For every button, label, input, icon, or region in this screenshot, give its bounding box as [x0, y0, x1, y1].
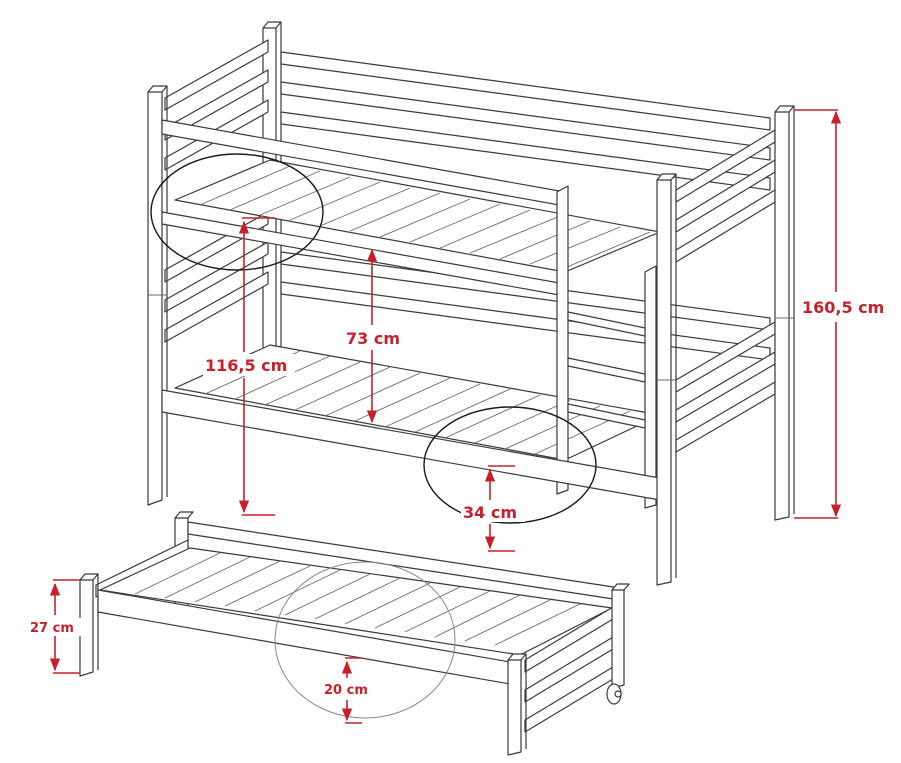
- back-rails-top: [280, 51, 771, 191]
- back-right-post: [774, 105, 795, 521]
- label-trundle-height: 27 cm: [30, 621, 74, 636]
- dimension-top-bed-height: 116,5 cm: [203, 217, 295, 516]
- label-clearance: 73 cm: [346, 329, 400, 348]
- right-end-bottom: [675, 321, 776, 453]
- dimension-total-height: 160,5 cm: [794, 109, 890, 519]
- front-left-post: [147, 85, 168, 506]
- label-top-bed-height: 116,5 cm: [205, 356, 287, 375]
- bunk-bed: [147, 21, 795, 586]
- label-total-height: 160,5 cm: [802, 298, 884, 317]
- trundle-bed: [79, 511, 630, 756]
- dimension-bottom-bed-height: 34 cm: [461, 465, 525, 552]
- right-end-top: [675, 129, 776, 263]
- top-bunk-slats: [174, 159, 661, 273]
- caster-wheel-icon: [606, 683, 622, 705]
- front-right-post: [656, 173, 677, 586]
- ladder: [556, 185, 657, 509]
- dimension-trundle-clearance: 20 cm: [322, 657, 370, 724]
- detail-circle-bottom: [423, 406, 597, 524]
- label-trundle-clearance: 20 cm: [324, 683, 368, 698]
- detail-circle-trundle: [274, 561, 456, 719]
- top-front-guard-rail: [161, 119, 566, 297]
- dimension-clearance: 73 cm: [344, 248, 404, 424]
- detail-circle-top: [150, 153, 324, 271]
- dimension-trundle-height: 27 cm: [28, 579, 82, 674]
- label-bottom-bed-height: 34 cm: [463, 503, 517, 522]
